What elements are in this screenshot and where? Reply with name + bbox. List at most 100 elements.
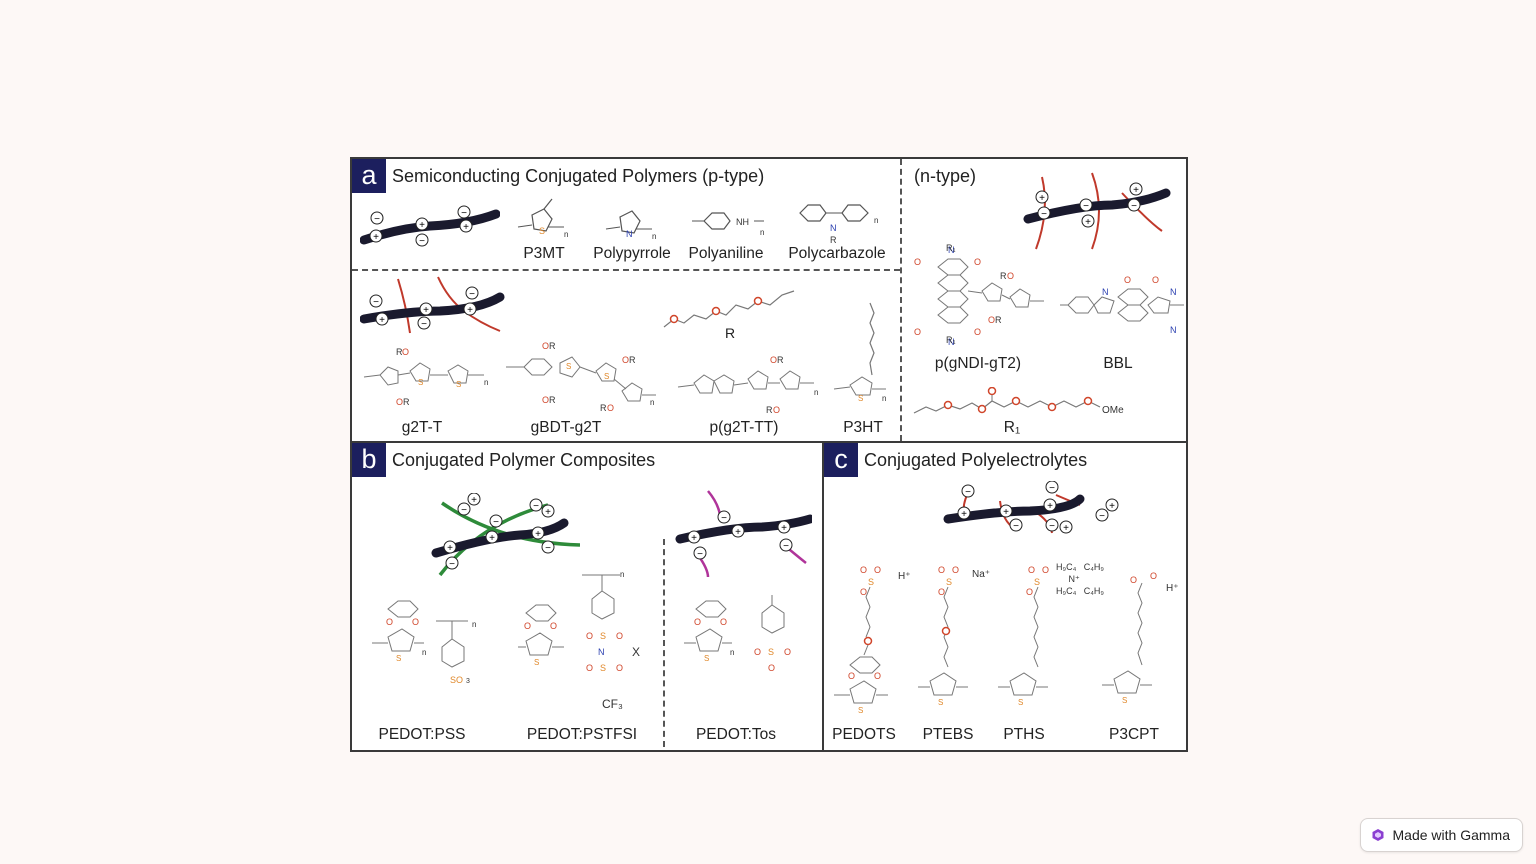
ion-ptebs: Na⁺ bbox=[972, 569, 991, 580]
svg-text:S: S bbox=[566, 362, 571, 371]
svg-text:N: N bbox=[948, 245, 955, 255]
svg-text:NH: NH bbox=[736, 217, 749, 227]
panel-a-badge: a bbox=[352, 159, 386, 193]
label-p3mt: P3MT bbox=[523, 245, 565, 262]
label-bbl: BBL bbox=[1103, 355, 1133, 372]
row-divider bbox=[352, 441, 1186, 443]
svg-text:−: − bbox=[449, 559, 455, 570]
r1-side-chain bbox=[913, 387, 1101, 414]
composite-chain-illustration: + − + − − + − + + − bbox=[431, 493, 580, 577]
svg-text:+: + bbox=[1003, 507, 1009, 518]
label-side-chain-r: R bbox=[724, 325, 736, 341]
svg-text:S: S bbox=[604, 372, 609, 381]
svg-text:O: O bbox=[938, 565, 945, 575]
svg-text:S: S bbox=[534, 658, 539, 667]
svg-text:O: O bbox=[550, 621, 557, 631]
svg-text:+: + bbox=[781, 523, 787, 534]
svg-text:O: O bbox=[914, 327, 921, 337]
svg-text:n: n bbox=[484, 378, 488, 387]
svg-text:S: S bbox=[768, 647, 774, 657]
svg-text:O: O bbox=[586, 631, 593, 641]
svg-text:O: O bbox=[773, 405, 780, 415]
ntype-r1-top: R₁ bbox=[946, 243, 956, 253]
label-pths: PTHS bbox=[1003, 726, 1045, 743]
label-polycarbazole: Polycarbazole bbox=[788, 245, 886, 262]
svg-text:−: − bbox=[1131, 201, 1137, 212]
panel-c-badge: c bbox=[824, 443, 858, 477]
svg-text:R: R bbox=[549, 395, 556, 405]
svg-text:O: O bbox=[412, 617, 419, 627]
ammonium-counterion: H₉C₄ C₄H₉ N⁺H₉C₄ C₄H₉ bbox=[1056, 562, 1104, 596]
svg-text:+: + bbox=[1085, 217, 1091, 228]
svg-text:N: N bbox=[598, 647, 605, 657]
svg-text:−: − bbox=[1041, 209, 1047, 220]
svg-text:+: + bbox=[1039, 193, 1045, 204]
svg-text:R: R bbox=[830, 235, 837, 245]
panel-b-title: Conjugated Polymer Composites bbox=[392, 450, 656, 470]
svg-text:+: + bbox=[373, 232, 379, 243]
svg-text:−: − bbox=[1013, 521, 1019, 532]
svg-text:−: − bbox=[493, 517, 499, 528]
label-pedots: PEDOTS bbox=[832, 726, 896, 743]
ptype-chain-illustration: − + + − − + bbox=[360, 205, 500, 247]
made-with-gamma-button[interactable]: Made with Gamma bbox=[1359, 818, 1523, 852]
panel-b-badge: b bbox=[352, 443, 386, 477]
ntype-chain-illustration: + − − + + − bbox=[1023, 172, 1171, 250]
svg-text:+: + bbox=[1047, 501, 1053, 512]
label-p3ht: P3HT bbox=[843, 419, 883, 436]
label-g2t-t: g2T-T bbox=[401, 419, 443, 436]
svg-text:n: n bbox=[882, 394, 886, 403]
svg-text:O: O bbox=[1026, 587, 1033, 597]
svg-text:n: n bbox=[620, 570, 624, 579]
ion-p3cpt: H⁺ bbox=[1166, 583, 1179, 594]
svg-text:O: O bbox=[386, 617, 393, 627]
label-pedot-pss: PEDOT:PSS bbox=[378, 726, 466, 743]
svg-text:S: S bbox=[600, 631, 606, 641]
svg-text:O: O bbox=[586, 663, 593, 673]
svg-text:O: O bbox=[694, 617, 701, 627]
svg-text:SO: SO bbox=[450, 675, 463, 685]
svg-text:+: + bbox=[961, 509, 967, 520]
svg-text:O: O bbox=[988, 315, 995, 325]
svg-text:n: n bbox=[874, 216, 878, 225]
svg-text:−: − bbox=[461, 505, 467, 516]
svg-text:O: O bbox=[1007, 271, 1014, 281]
svg-text:−: − bbox=[461, 208, 467, 219]
polycarbazole-structure: N R n bbox=[799, 204, 878, 245]
svg-text:N: N bbox=[626, 229, 633, 239]
svg-text:−: − bbox=[469, 289, 475, 300]
svg-text:n: n bbox=[730, 648, 734, 657]
svg-text:−: − bbox=[965, 487, 971, 498]
svg-text:−: − bbox=[545, 543, 551, 554]
svg-text:−: − bbox=[1099, 511, 1105, 522]
gamma-label: Made with Gamma bbox=[1392, 827, 1510, 843]
svg-text:O: O bbox=[974, 327, 981, 337]
svg-text:O: O bbox=[1028, 565, 1035, 575]
panel-c-title: Conjugated Polyelectrolytes bbox=[864, 450, 1088, 470]
svg-text:O: O bbox=[616, 663, 623, 673]
svg-text:R: R bbox=[777, 355, 784, 365]
svg-text:S: S bbox=[704, 654, 709, 663]
svg-text:n: n bbox=[422, 648, 426, 657]
svg-text:O: O bbox=[607, 403, 614, 411]
panel-a: a Semiconducting Conjugated Polymers (p-… bbox=[352, 159, 900, 441]
svg-text:−: − bbox=[419, 236, 425, 247]
svg-text:+: + bbox=[1133, 185, 1139, 196]
svg-text:R: R bbox=[629, 355, 636, 365]
cf3-group: CF₃ bbox=[602, 697, 623, 711]
svg-text:O: O bbox=[622, 355, 629, 365]
svg-text:O: O bbox=[1042, 565, 1049, 575]
svg-text:+: + bbox=[447, 543, 453, 554]
svg-text:O: O bbox=[860, 587, 867, 597]
svg-text:O: O bbox=[542, 341, 549, 351]
r1-end-group: OMe bbox=[1102, 405, 1124, 416]
svg-text:N: N bbox=[1170, 325, 1177, 335]
svg-text:+: + bbox=[423, 305, 429, 316]
